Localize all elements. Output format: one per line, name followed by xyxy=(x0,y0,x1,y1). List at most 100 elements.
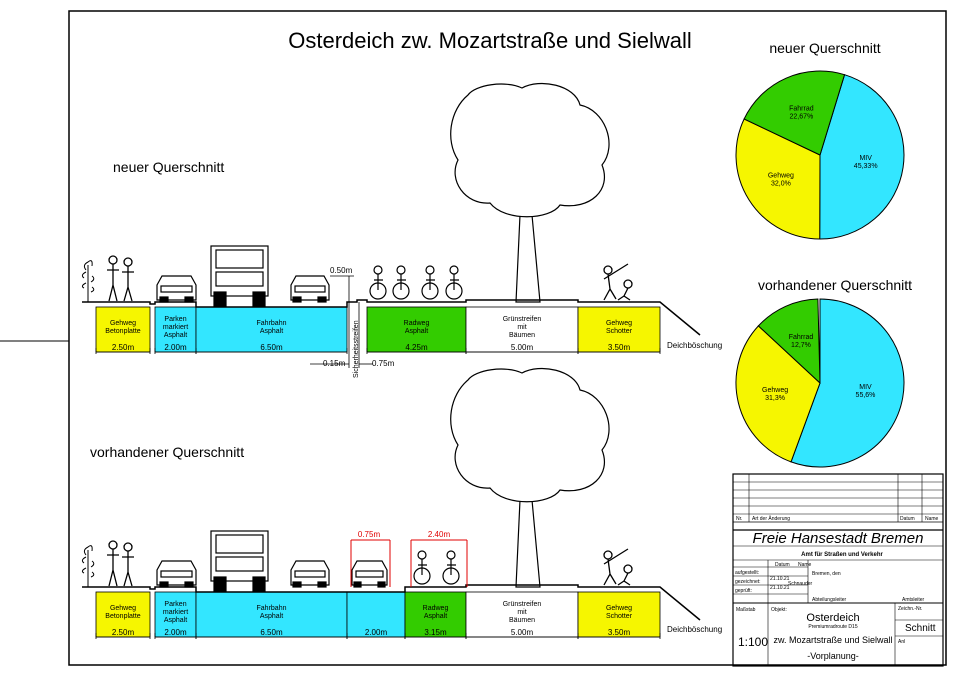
tree-new xyxy=(450,82,610,303)
new-lane-2 xyxy=(195,306,348,353)
dept-name: Amt für Straßen und Verkehr xyxy=(801,552,883,558)
geprueft-label: geprüft: xyxy=(735,588,752,594)
zeichn-label: Zeichn.-Nr. xyxy=(898,606,922,612)
new-lane-5 xyxy=(577,306,661,353)
title-block xyxy=(732,473,944,667)
pie-old-slice-miv xyxy=(790,298,905,468)
pie-new-slice-value: 32,0% xyxy=(771,181,791,188)
massstab-label: Maßstab xyxy=(736,607,756,613)
pie-new-slice-miv xyxy=(819,74,905,240)
new-lane-width-5: 3.50m xyxy=(608,343,631,352)
old-lane-label-1: Parken xyxy=(164,601,186,608)
pedestrians-old xyxy=(107,540,134,587)
zeichn-value: Schnitt xyxy=(905,623,936,634)
pie-old-slice-label: Gehweg xyxy=(762,387,788,394)
old-lane-6 xyxy=(577,591,661,638)
new-lane-width-0: 2.50m xyxy=(112,343,135,352)
joggers-old xyxy=(603,548,633,586)
col-datum: Datum xyxy=(775,562,790,568)
new-lane-label-5: Gehweg xyxy=(606,320,632,327)
org-name: Freie Hansestadt Bremen xyxy=(753,530,924,547)
new-lane-3 xyxy=(366,306,467,353)
rev-art: Art der Änderung xyxy=(752,515,790,522)
sheet-border xyxy=(68,10,947,666)
new-section-label: neuer Querschnitt xyxy=(113,159,224,175)
dim-075-red: 0.75m xyxy=(358,530,381,539)
amtsleiter: Amtsleiter xyxy=(902,597,925,603)
old-lane-2 xyxy=(195,591,348,638)
new-lane-label-4: mit xyxy=(517,324,526,331)
gezeichnet-label: gezeichnet: xyxy=(735,579,761,585)
cyclists-old xyxy=(413,550,460,585)
old-lane-label-0: Betonplatte xyxy=(105,613,141,620)
objekt-line3: -Vorplanung- xyxy=(807,651,859,661)
pie-old-title: vorhandener Querschnitt xyxy=(758,277,912,293)
rev-datum: Datum xyxy=(900,516,915,522)
dim-015: 0.15m xyxy=(323,359,346,368)
sicherheitsstreifen-label: Sicherheitsstreifen xyxy=(353,320,360,378)
old-ground xyxy=(82,584,701,621)
old-section-label: vorhandener Querschnitt xyxy=(90,444,244,460)
new-lane-label-3: Asphalt xyxy=(405,328,428,335)
dim-075: 0.75m xyxy=(372,359,395,368)
old-lane-label-5: mit xyxy=(517,609,526,616)
rev-nr: Nr. xyxy=(736,516,742,522)
old-lane-label-2: Fahrbahn xyxy=(257,605,287,612)
rev-name: Name xyxy=(925,516,939,522)
objekt-name: Osterdeich xyxy=(806,612,859,624)
tree-old xyxy=(450,367,610,588)
objekt-label: Objekt: xyxy=(771,607,787,613)
old-lane-label-6: Schotter xyxy=(606,613,633,620)
new-lane-0 xyxy=(95,306,151,353)
place-date: Bremen, den xyxy=(812,571,841,577)
aufgestellt-label: aufgestellt: xyxy=(735,570,759,576)
joggers-new xyxy=(603,263,633,301)
new-ground xyxy=(82,299,701,336)
new-lane-label-1: Parken xyxy=(164,316,186,323)
old-lane-width-5: 5.00m xyxy=(511,628,534,637)
drawing-title: Osterdeich zw. Mozartstraße und Sielwall xyxy=(288,28,692,53)
old-section-lanes: GehwegBetonplatte2.50mParkenmarkiertAsph… xyxy=(95,591,661,639)
old-lane-width-4: 3.15m xyxy=(424,628,447,637)
new-lane-width-4: 5.00m xyxy=(511,343,534,352)
hedge-new xyxy=(81,260,95,302)
pie-old-slice-label: MIV xyxy=(859,384,872,391)
vehicles-new xyxy=(156,245,330,307)
new-lane-label-0: Betonplatte xyxy=(105,328,141,335)
old-lane-width-2: 6.50m xyxy=(260,628,283,637)
vehicles-old xyxy=(156,530,388,592)
objekt-sub: Premiumradroute D15 xyxy=(808,624,857,630)
old-lane-label-4: Radweg xyxy=(423,605,449,612)
pie-new-slice-label: MIV xyxy=(859,155,872,162)
old-lane-1 xyxy=(154,591,197,638)
pie-old-slice-fahrrad xyxy=(757,298,821,385)
new-lane-label-1: markiert xyxy=(163,324,188,331)
old-red-dims xyxy=(350,539,468,587)
old-lane-label-1: markiert xyxy=(163,609,188,616)
pie-new-slice-value: 45,33% xyxy=(854,163,878,170)
col-name: Name xyxy=(798,562,812,568)
old-lane-width-0: 2.50m xyxy=(112,628,135,637)
drafter-name: Schnauder xyxy=(788,581,813,587)
objekt-line2: zw. Mozartstraße und Sielwall xyxy=(773,635,892,645)
new-lane-label-4: Bäumen xyxy=(509,332,535,339)
deich-label-new: Deichböschung xyxy=(667,341,722,350)
pie-new-slice-fahrrad xyxy=(743,70,846,156)
date-gezeichnet: 21.10.21 xyxy=(770,585,790,591)
pie-new-slice-gehweg xyxy=(735,118,821,240)
new-lane-label-2: Asphalt xyxy=(260,328,283,335)
old-lane-width-3: 2.00m xyxy=(365,628,388,637)
new-lane-label-3: Radweg xyxy=(404,320,430,327)
new-section-lanes: GehwegBetonplatte2.50mParkenmarkiertAsph… xyxy=(95,306,661,354)
abteilungsleiter: Abteilungsleiter xyxy=(812,597,847,603)
anl-label: Anl xyxy=(898,639,905,645)
pie-old-slice-label: Fahrrad xyxy=(789,334,814,341)
new-lane-label-0: Gehweg xyxy=(110,320,136,327)
new-lane-label-1: Asphalt xyxy=(164,332,187,339)
old-lane-4 xyxy=(404,591,467,638)
dim-240-red: 2.40m xyxy=(428,530,451,539)
old-lane-label-0: Gehweg xyxy=(110,605,136,612)
old-lane-width-1: 2.00m xyxy=(164,628,187,637)
